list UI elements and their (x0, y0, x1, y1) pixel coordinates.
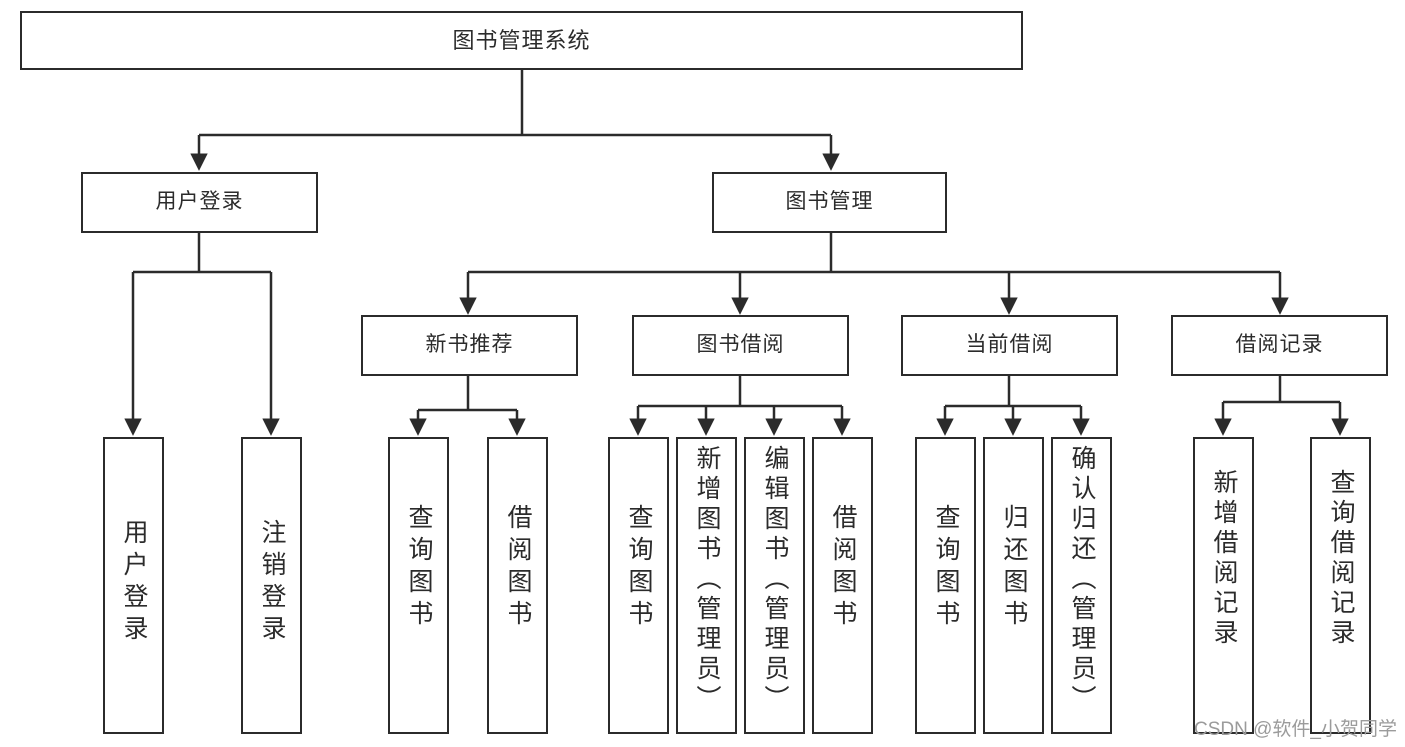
node-label: 图书管理系统 (452, 27, 591, 53)
node-label: 查询图书 (405, 504, 433, 632)
leaf-add-book-admin[interactable]: 新增图书（管理员） (676, 437, 737, 734)
node-label: 新书推荐 (425, 333, 514, 357)
node-label: 查询图书 (625, 504, 653, 632)
leaf-query-book-2[interactable]: 查询图书 (608, 437, 669, 734)
node-label: 新增借阅记录 (1210, 469, 1238, 649)
leaf-confirm-return[interactable]: 确认归还（管理员） (1051, 437, 1112, 734)
node-book-manage[interactable]: 图书管理 (712, 172, 947, 233)
node-book-borrow[interactable]: 图书借阅 (632, 315, 849, 376)
node-label: 图书管理 (785, 190, 874, 214)
node-user-login[interactable]: 用户登录 (81, 172, 318, 233)
leaf-query-book-3[interactable]: 查询图书 (915, 437, 976, 734)
node-label: 用户登录 (120, 519, 148, 647)
leaf-add-borrow-record[interactable]: 新增借阅记录 (1193, 437, 1254, 734)
node-label: 图书借阅 (696, 333, 785, 357)
node-label: 查询借阅记录 (1327, 469, 1355, 649)
node-new-book-recommend[interactable]: 新书推荐 (361, 315, 578, 376)
node-label: 确认归还（管理员） (1068, 445, 1096, 715)
node-book-management-system[interactable]: 图书管理系统 (20, 11, 1023, 70)
node-label: 借阅图书 (829, 504, 857, 632)
node-label: 查询图书 (932, 504, 960, 632)
leaf-query-borrow-record[interactable]: 查询借阅记录 (1310, 437, 1371, 734)
leaf-query-book-1[interactable]: 查询图书 (388, 437, 449, 734)
leaf-borrow-book-2[interactable]: 借阅图书 (812, 437, 873, 734)
leaf-return-book[interactable]: 归还图书 (983, 437, 1044, 734)
leaf-borrow-book-1[interactable]: 借阅图书 (487, 437, 548, 734)
node-label: 当前借阅 (965, 333, 1054, 357)
leaf-user-login[interactable]: 用户登录 (103, 437, 164, 734)
leaf-edit-book-admin[interactable]: 编辑图书（管理员） (744, 437, 805, 734)
node-label: 编辑图书（管理员） (761, 445, 789, 715)
node-borrow-record[interactable]: 借阅记录 (1171, 315, 1388, 376)
node-label: 归还图书 (1000, 504, 1028, 632)
node-label: 注销登录 (258, 519, 286, 647)
node-label: 借阅记录 (1235, 333, 1324, 357)
leaf-logout-login[interactable]: 注销登录 (241, 437, 302, 734)
node-label: 新增图书（管理员） (693, 445, 721, 715)
node-current-borrow[interactable]: 当前借阅 (901, 315, 1118, 376)
node-label: 用户登录 (155, 190, 244, 214)
node-label: 借阅图书 (504, 504, 532, 632)
